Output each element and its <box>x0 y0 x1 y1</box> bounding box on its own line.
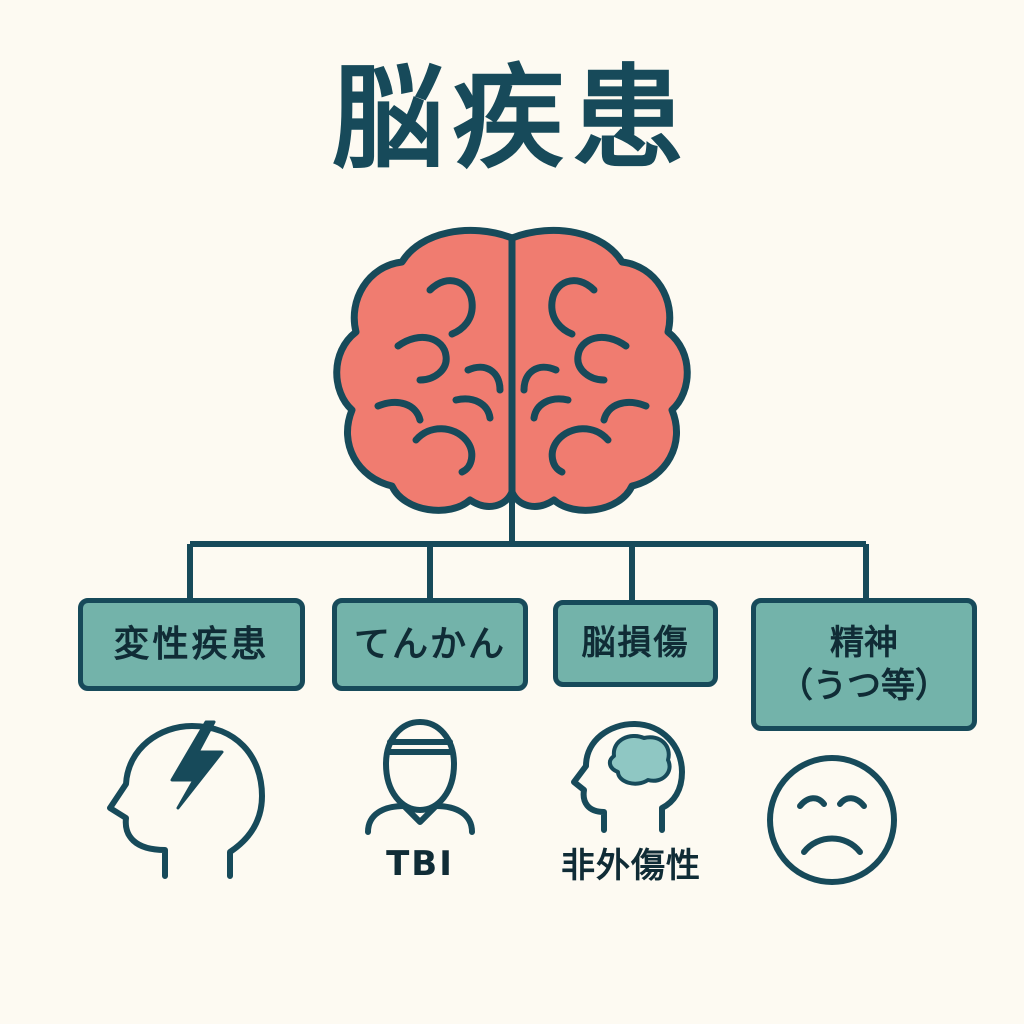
head-brain-icon <box>571 721 685 833</box>
tbi-label: TBI <box>386 844 454 884</box>
category-label-line1: 精神 <box>830 623 898 663</box>
category-epilepsy: てんかん <box>332 598 528 691</box>
category-label: てんかん <box>353 624 506 665</box>
head-lightning-icon <box>107 720 265 879</box>
tree-connectors <box>187 494 869 602</box>
category-psychiatric: 精神 （うつ等） <box>751 598 977 731</box>
bandaged-head-icon <box>365 719 475 835</box>
category-label: 脳損傷 <box>581 623 690 664</box>
brain-icon <box>333 226 691 514</box>
category-brain-injury: 脳損傷 <box>553 600 718 687</box>
category-label: 変性疾患 <box>113 624 270 665</box>
category-degenerative-disease: 変性疾患 <box>78 598 305 691</box>
sad-face-icon <box>767 755 897 885</box>
non-traumatic-label: 非外傷性 <box>561 846 701 886</box>
category-label-line2: （うつ等） <box>779 665 949 706</box>
page-title: 脳疾患 <box>332 54 692 184</box>
